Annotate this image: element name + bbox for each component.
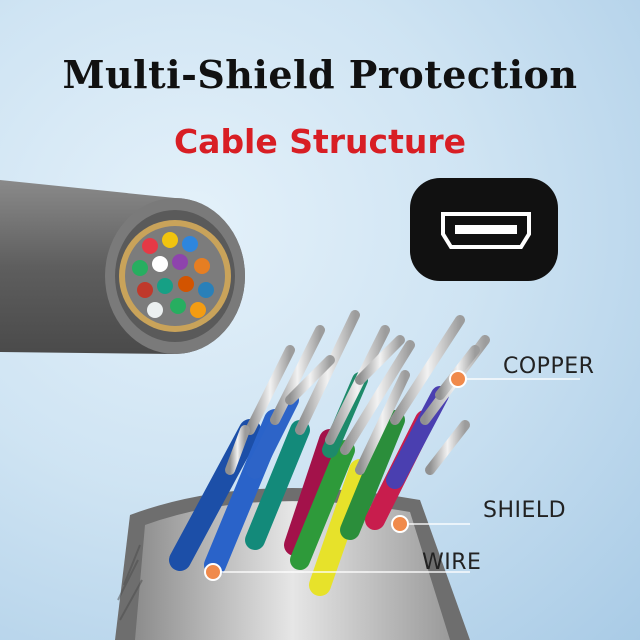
inner-conductors (132, 232, 214, 318)
wire-marker (204, 563, 222, 581)
shield-label: SHIELD (483, 498, 567, 523)
wire-label: WIRE (422, 550, 482, 575)
page-subtitle: Cable Structure (173, 122, 467, 161)
copper-marker (449, 370, 467, 388)
page-title: Multi-Shield Protection (62, 52, 578, 97)
callout-markers (204, 370, 467, 581)
copper-label: COPPER (503, 354, 595, 379)
shield-marker (391, 515, 409, 533)
